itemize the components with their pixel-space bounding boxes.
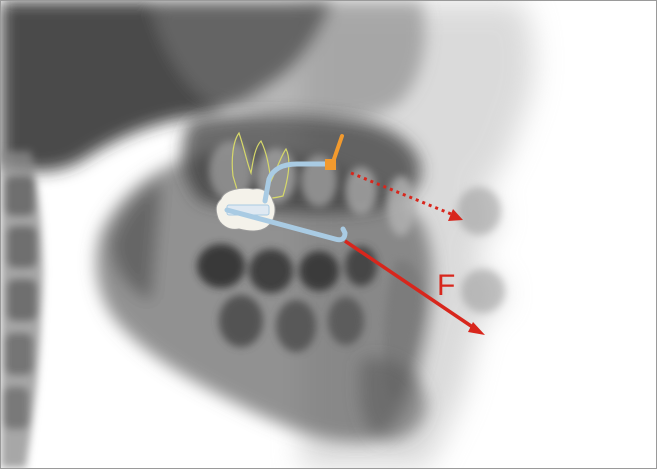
force-label: F <box>437 269 455 302</box>
cervical-spine <box>1 151 43 468</box>
